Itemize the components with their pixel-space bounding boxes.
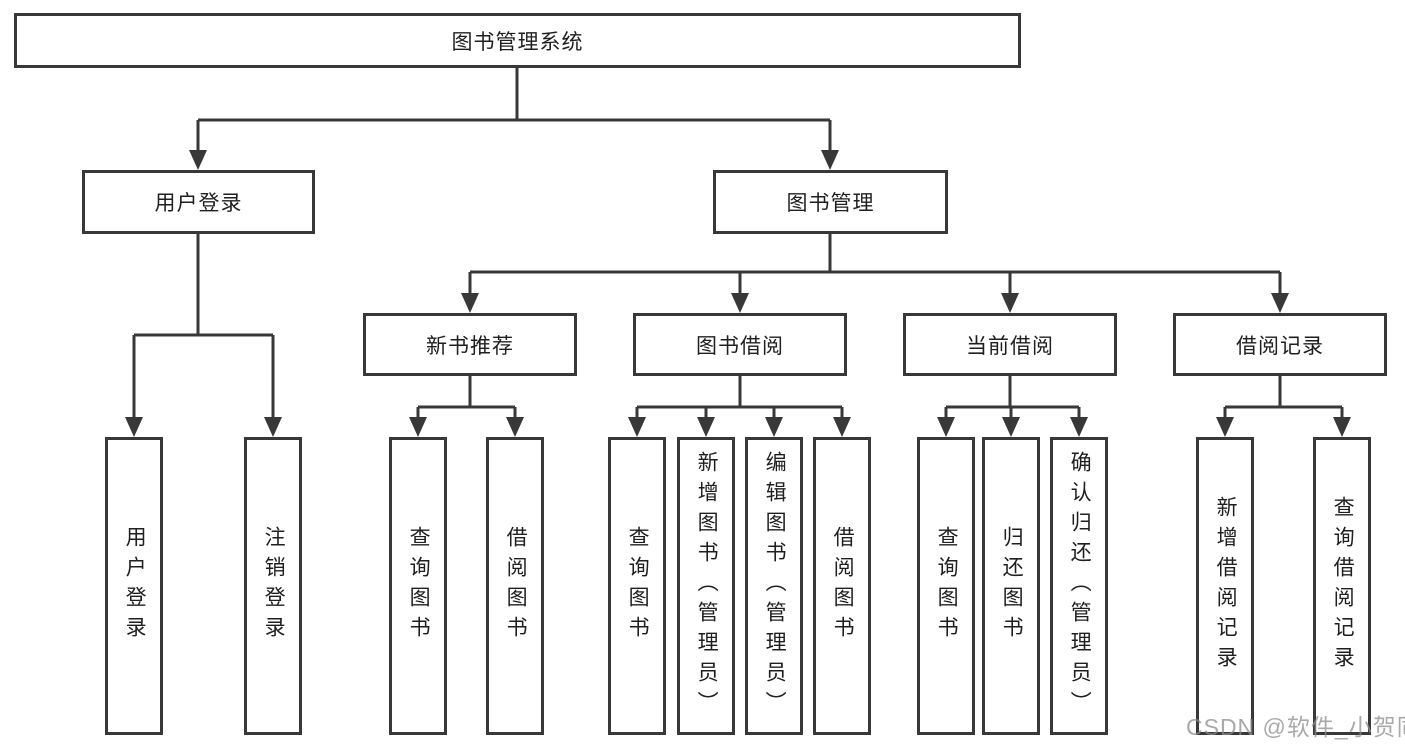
leaf-label: 查询图书 bbox=[407, 526, 431, 646]
leaf-label: 归还图书 bbox=[1000, 526, 1024, 646]
leaf-current-query-books: 查询图书 bbox=[917, 437, 975, 735]
node-current-borrowing: 当前借阅 bbox=[903, 313, 1117, 376]
node-label: 当前借阅 bbox=[966, 334, 1054, 358]
node-book-management: 图书管理 bbox=[713, 170, 948, 234]
leaf-userlogin-user-login: 用户登录 bbox=[105, 437, 163, 735]
leaf-label: 借阅图书 bbox=[831, 526, 855, 646]
node-borrowing-records: 借阅记录 bbox=[1173, 313, 1387, 376]
leaf-label: 查询图书 bbox=[935, 526, 959, 646]
node-label: 图书管理系统 bbox=[451, 30, 584, 54]
leaf-label: 用户登录 bbox=[123, 526, 147, 646]
leaf-records-add-borrow-record: 新增借阅记录 bbox=[1196, 437, 1254, 735]
leaf-label: 新增借阅记录 bbox=[1214, 496, 1238, 676]
node-user-login: 用户登录 bbox=[82, 170, 315, 234]
node-label: 图书借阅 bbox=[696, 334, 784, 358]
leaf-current-confirm-return-admin: 确认归还（管理员） bbox=[1050, 437, 1108, 735]
leaf-userlogin-logout: 注销登录 bbox=[244, 437, 302, 735]
node-book-borrowing: 图书借阅 bbox=[633, 313, 847, 376]
node-new-book-recommendation: 新书推荐 bbox=[363, 313, 577, 376]
leaf-label: 查询借阅记录 bbox=[1331, 496, 1355, 676]
watermark: CSDN @软件_小贺同学 bbox=[1186, 714, 1405, 740]
leaf-borrowing-add-books-admin: 新增图书（管理员） bbox=[677, 437, 735, 735]
leaf-label: 确认归还（管理员） bbox=[1068, 451, 1092, 721]
leaf-borrowing-edit-books-admin: 编辑图书（管理员） bbox=[745, 437, 803, 735]
leaf-label: 查询图书 bbox=[626, 526, 650, 646]
node-label: 用户登录 bbox=[154, 192, 243, 215]
leaf-borrowing-query-books: 查询图书 bbox=[608, 437, 666, 735]
node-library-management-system: 图书管理系统 bbox=[14, 13, 1021, 68]
leaf-newbooks-query-books: 查询图书 bbox=[389, 437, 447, 735]
leaf-label: 借阅图书 bbox=[504, 526, 528, 646]
leaf-records-query-borrow-record: 查询借阅记录 bbox=[1313, 437, 1371, 735]
leaf-label: 编辑图书（管理员） bbox=[763, 451, 787, 721]
node-label: 借阅记录 bbox=[1236, 334, 1324, 358]
leaf-newbooks-borrow-books: 借阅图书 bbox=[486, 437, 544, 735]
leaf-borrowing-borrow-books: 借阅图书 bbox=[813, 437, 871, 735]
leaf-label: 注销登录 bbox=[262, 526, 286, 646]
node-label: 图书管理 bbox=[786, 192, 875, 215]
leaf-label: 新增图书（管理员） bbox=[695, 451, 719, 721]
leaf-current-return-books: 归还图书 bbox=[982, 437, 1040, 735]
node-label: 新书推荐 bbox=[426, 334, 514, 358]
